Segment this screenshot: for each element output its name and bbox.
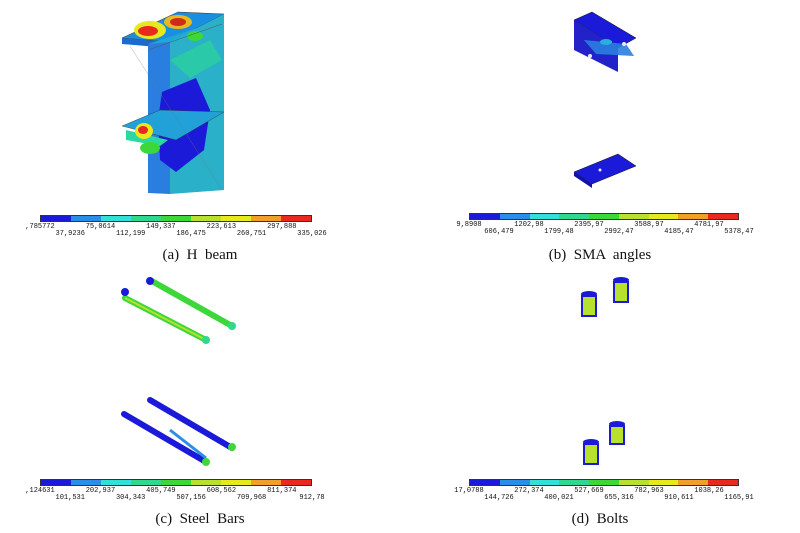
- legend-d-swatch-5: [618, 480, 649, 485]
- legend-a-swatch-3: [131, 216, 161, 221]
- legend-d-swatch-1: [499, 480, 530, 485]
- steel-bars-model: [121, 277, 236, 466]
- caption-d: (d) Bolts: [571, 511, 629, 527]
- legend-d-swatch-4: [589, 480, 619, 485]
- legend-b-tick-top-3: 3588,97: [634, 221, 664, 229]
- legend-a-tick-top-2: 149,337: [146, 223, 176, 231]
- legend-d-swatch-2: [529, 480, 560, 485]
- legend-a-swatch-0: [41, 216, 71, 221]
- legend-c-swatch-4: [161, 480, 191, 485]
- legend-c-tick-top-3: 608,562: [206, 487, 237, 495]
- legend-b-tick-top-0: 9,8908: [456, 221, 482, 229]
- legend-c-swatch-7: [251, 480, 281, 485]
- legend-b-swatch-1: [499, 214, 530, 219]
- legend-c-swatch-2: [101, 480, 131, 485]
- legend-d-swatch-0: [470, 480, 500, 485]
- legend-c-swatch-3: [131, 480, 161, 485]
- legend-a-tick-bottom-2: 186,475: [176, 230, 206, 238]
- caption-b: (b) SMA angles: [548, 247, 652, 263]
- legend-a-tick-top-1: 75,0614: [85, 223, 116, 231]
- sma-angles-model: [573, 11, 637, 188]
- legend-d-swatch-7: [678, 480, 709, 485]
- legend-d-tick-bottom-1: 400,021: [544, 494, 574, 502]
- legend-a-swatch-2: [101, 216, 131, 221]
- legend-d-colorbar: [469, 479, 739, 486]
- legend-b-swatch-4: [589, 214, 619, 219]
- legend-b-tick-top-2: 2395,97: [574, 221, 604, 229]
- legend-c-tick-bottom-4: 912,78: [299, 494, 325, 502]
- legend-a-tick-bottom-1: 112,199: [115, 230, 146, 238]
- legend-b-colorbar: [469, 213, 739, 220]
- bolts-model: [581, 277, 629, 465]
- caption-c: (c) Steel Bars: [155, 511, 245, 527]
- legend-c-swatch-8: [281, 480, 311, 485]
- legend-c-tick-top-4: 811,374: [267, 487, 297, 495]
- legend-d-tick-bottom-4: 1165,91: [724, 494, 754, 502]
- legend-b-swatch-3: [559, 214, 590, 219]
- legend-a-swatch-6: [221, 216, 251, 221]
- legend-a-tick-bottom-0: 37,9236: [55, 230, 85, 238]
- legend-a-swatch-4: [161, 216, 191, 221]
- legend-a-tick-top-0: ,785772: [25, 223, 55, 231]
- legend-c-swatch-1: [71, 480, 101, 485]
- legend-c-colorbar: [40, 479, 312, 486]
- legend-d-tick-bottom-2: 655,316: [604, 494, 634, 502]
- legend-a: ,785772 75,0614 149,337 223,613 297,888 37,92…: [25, 215, 327, 245]
- legend-d-swatch-6: [648, 480, 679, 485]
- legend-b-tick-bottom-3: 4185,47: [664, 228, 694, 236]
- legend-b-tick-top-4: 4781,97: [694, 221, 724, 229]
- legend-d-tick-top-3: 782,963: [634, 487, 664, 495]
- legend-b-swatch-5: [618, 214, 649, 219]
- legend-c-tick-top-1: 202,937: [85, 487, 116, 495]
- legend-b-tick-top-1: 1202,98: [514, 221, 544, 229]
- legend-b-tick-bottom-0: 606,479: [484, 228, 514, 236]
- legend-d-swatch-8: [708, 480, 739, 485]
- legend-b-tick-bottom-2: 2992,47: [604, 228, 634, 236]
- legend-b-swatch-6: [648, 214, 679, 219]
- legend-b-swatch-0: [470, 214, 500, 219]
- legend-b-swatch-8: [708, 214, 739, 219]
- legend-b-swatch-2: [529, 214, 560, 219]
- legend-a-tick-top-4: 297,888: [267, 223, 297, 231]
- legend-d-tick-bottom-0: 144,726: [484, 494, 514, 502]
- legend-d-tick-top-1: 272,374: [514, 487, 544, 495]
- h-beam-model: [121, 11, 225, 194]
- legend-c-tick-bottom-1: 304,343: [115, 494, 146, 502]
- legend-c-swatch-6: [221, 480, 251, 485]
- legend-d-tick-bottom-3: 910,611: [664, 494, 694, 502]
- legend-b-tick-bottom-1: 1799,48: [544, 228, 574, 236]
- legend-d-tick-top-4: 1038,26: [694, 487, 724, 495]
- caption-a: (a) H beam: [162, 247, 238, 263]
- legend-c-tick-bottom-0: 101,531: [55, 494, 85, 502]
- legend-b-tick-bottom-4: 5378,47: [724, 228, 754, 236]
- legend-c: ,124631 202,937 405,749 608,562 811,374 101,5…: [25, 479, 325, 509]
- legend-a-swatch-8: [281, 216, 311, 221]
- legend-c-swatch-5: [191, 480, 221, 485]
- legend-a-tick-top-3: 223,613: [206, 223, 237, 231]
- legend-b-swatch-7: [678, 214, 709, 219]
- legend-c-tick-bottom-2: 507,156: [176, 494, 206, 502]
- legend-c-tick-top-0: ,124631: [25, 487, 55, 495]
- legend-a-swatch-1: [71, 216, 101, 221]
- legend-a-tick-bottom-3: 260,751: [236, 230, 267, 238]
- legend-c-tick-bottom-3: 709,968: [236, 494, 267, 502]
- legend-a-tick-bottom-4: 335,026: [297, 230, 327, 238]
- legend-a-colorbar: [40, 215, 312, 222]
- legend-d-tick-top-2: 527,669: [574, 487, 604, 495]
- legend-d-swatch-3: [559, 480, 590, 485]
- legend-a-swatch-5: [191, 216, 221, 221]
- legend-c-tick-top-2: 405,749: [146, 487, 176, 495]
- legend-d-tick-top-0: 17,0788: [454, 487, 484, 495]
- legend-c-swatch-0: [41, 480, 71, 485]
- legend-b: 9,8908 1202,98 2395,97 3588,97 4781,97 606,47…: [456, 213, 754, 243]
- legend-a-swatch-7: [251, 216, 281, 221]
- legend-d: 17,0788 272,374 527,669 782,963 1038,26 144,7…: [454, 479, 754, 509]
